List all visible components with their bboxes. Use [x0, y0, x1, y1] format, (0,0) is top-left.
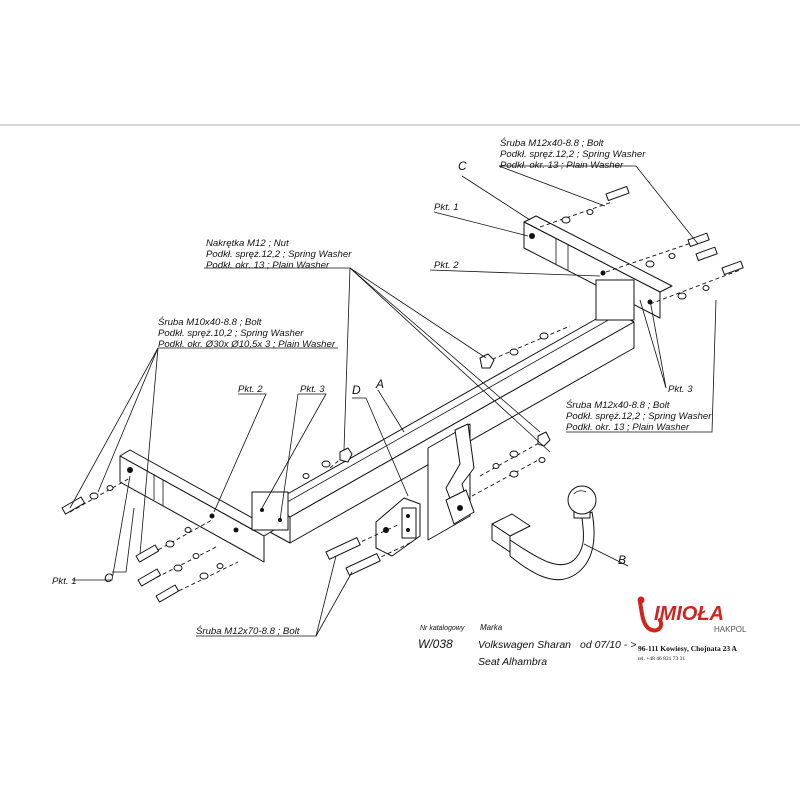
logo-sub: HAKPOL — [714, 625, 747, 634]
label-pkt2-right: Pkt. 2 — [434, 260, 459, 271]
logo-name: IMIOŁA — [654, 603, 724, 625]
fasteners — [61, 185, 744, 603]
catalog-label: Nr katalogowy — [420, 625, 465, 632]
leader-lines — [69, 165, 717, 637]
imiola-logo: IMIOŁA HAKPOL 96-111 Kowiesy, Chojnata 2… — [637, 596, 747, 662]
callout-bottom: Śruba M12x70-8.8 ; Bolt — [196, 625, 300, 637]
callout-line: Śruba M12x40-8.8 ; Bolt — [566, 399, 670, 411]
callout-line: Śruba M12x40-8.8 ; Bolt — [500, 137, 604, 149]
label-d: D — [352, 383, 361, 397]
label-pkt1-left: Pkt. 1 — [52, 576, 77, 587]
callout-line: Podkł. okr. Ø30x Ø10,5x 3 ; Plain Washer — [158, 339, 336, 350]
hook-bracket — [375, 423, 475, 557]
tow-ball — [491, 485, 597, 581]
callout-line: Podkł. okr. 13 ; Plain Washer — [566, 422, 690, 433]
callout-line: Śruba M10x40-8.8 ; Bolt — [158, 316, 262, 328]
label-pkt3-left: Pkt. 3 — [300, 384, 325, 395]
logo-phone: tel. +48 46 831 73 31 — [638, 656, 685, 662]
years: od 07/10 - > — [580, 639, 636, 651]
callout-left: Śruba M10x40-8.8 ; Bolt Podkł. spręż.10,… — [158, 316, 336, 350]
callout-line: Podkł. spręż.10,2 ; Spring Washer — [158, 328, 304, 339]
label-pkt2-left: Pkt. 2 — [238, 384, 263, 395]
callout-line: Podkł. spręż.12,2 ; Spring Washer — [206, 249, 352, 260]
brand-label: Marka — [480, 623, 503, 632]
brand-line-1: Volkswagen Sharan — [478, 639, 571, 651]
brand-line-2: Seat Alhambra — [478, 656, 547, 668]
info-block: Nr katalogowy W/038 Marka Volkswagen Sha… — [418, 623, 636, 668]
callout-right-mid: Śruba M12x40-8.8 ; Bolt Podkł. spręż.12,… — [566, 399, 712, 433]
label-c-right: C — [458, 159, 467, 173]
logo-address: 96-111 Kowiesy, Chojnata 23 A — [638, 644, 738, 653]
left-bracket — [119, 449, 289, 563]
label-pkt3-right: Pkt. 3 — [668, 384, 693, 395]
callout-line: Podkł. spręż.12,2 ; Spring Washer — [566, 411, 712, 422]
label-a: A — [375, 377, 384, 391]
hook-logo-icon — [638, 600, 663, 633]
callout-top-right: Śruba M12x40-8.8 ; Bolt Podkł. spręż.12,… — [500, 137, 646, 171]
callout-line: Podkł. spręż.12,2 ; Spring Washer — [500, 149, 646, 160]
callout-line: Podkł. okr. 13 ; Plain Washer — [206, 260, 330, 271]
right-bracket — [523, 215, 673, 321]
catalog-number: W/038 — [418, 637, 453, 651]
label-c-left: C — [104, 571, 113, 585]
label-b: B — [618, 553, 626, 567]
top-divider — [0, 124, 800, 126]
callout-line: Podkł. okr. 13 ; Plain Washer — [500, 160, 624, 171]
label-pkt1-right: Pkt. 1 — [434, 202, 459, 213]
callout-nut: Nakrętka M12 ; Nut Podkł. spręż.12,2 ; S… — [206, 238, 352, 271]
callout-line: Nakrętka M12 ; Nut — [206, 238, 289, 249]
